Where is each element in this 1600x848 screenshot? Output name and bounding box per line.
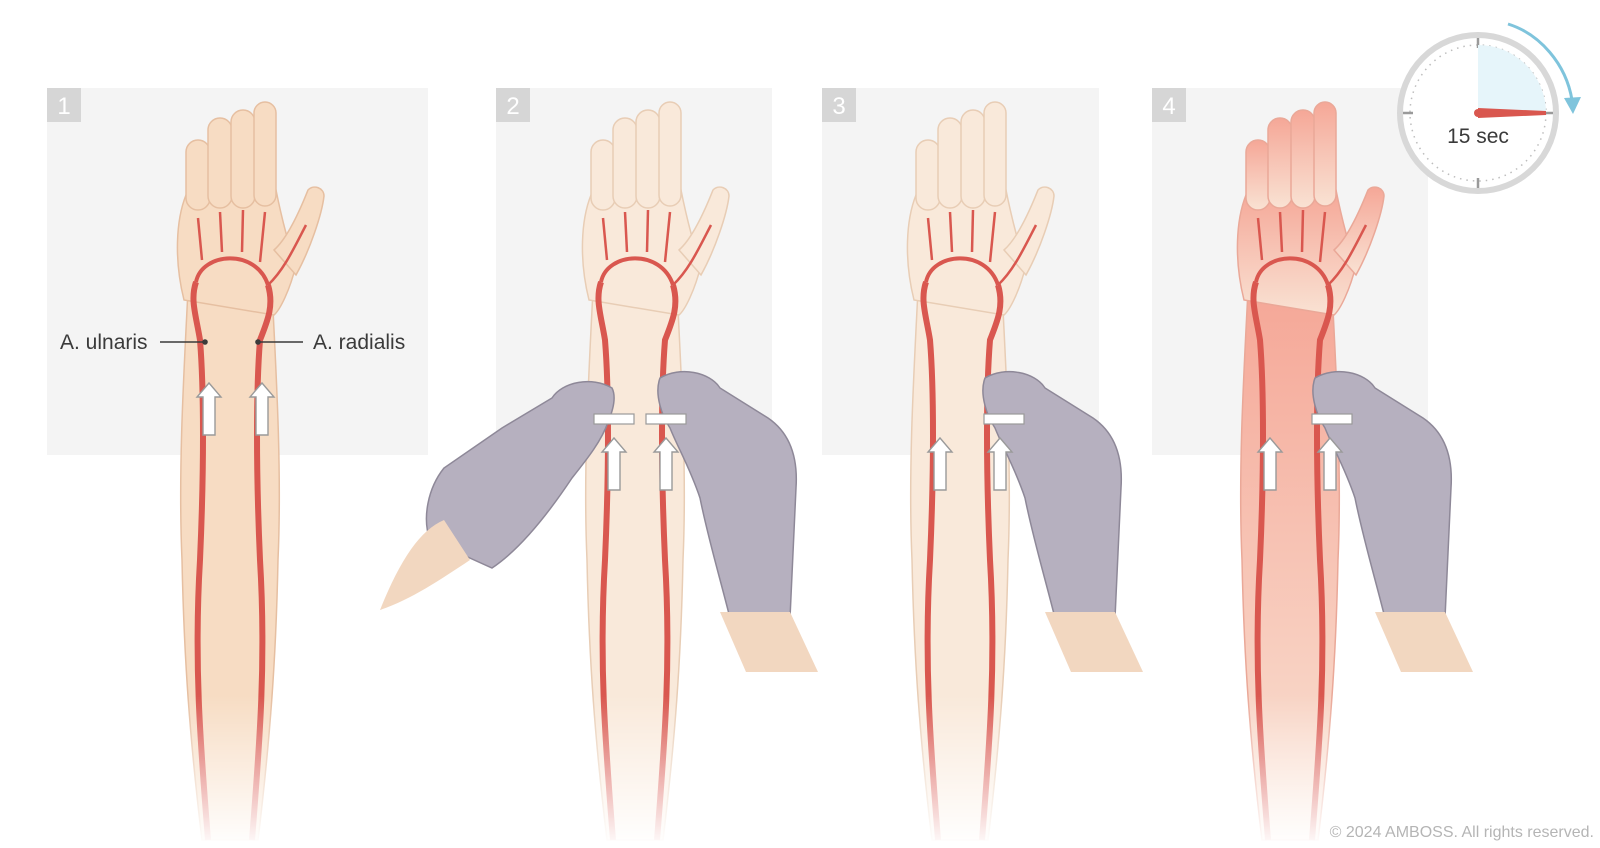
panel-1-arm: [176, 101, 325, 840]
panel-3-flow-arrows: [927, 413, 1025, 491]
panel-4-glove: [1312, 370, 1473, 672]
timer-label: 15 sec: [1447, 125, 1509, 148]
copyright-notice: © 2024 AMBOSS. All rights reserved.: [1329, 824, 1594, 841]
label-ulnar-artery: A. ulnaris: [60, 331, 148, 354]
stopwatch-icon: [1397, 22, 1581, 194]
panel-4-flow-arrows: [1257, 413, 1353, 491]
panel-2-number: 2: [506, 93, 519, 120]
panel-2-glove-right: [657, 370, 818, 672]
panel-3-glove: [982, 370, 1143, 672]
panel-3-number: 3: [832, 93, 845, 120]
label-radial-artery: A. radialis: [313, 331, 405, 354]
panel-2-flow-arrows: [593, 413, 687, 491]
artery-labels: A. ulnaris A. radialis: [60, 331, 405, 354]
panel-4-number: 4: [1162, 93, 1175, 120]
panel-1-number: 1: [57, 93, 70, 120]
panel-2-glove-left: [380, 380, 615, 610]
